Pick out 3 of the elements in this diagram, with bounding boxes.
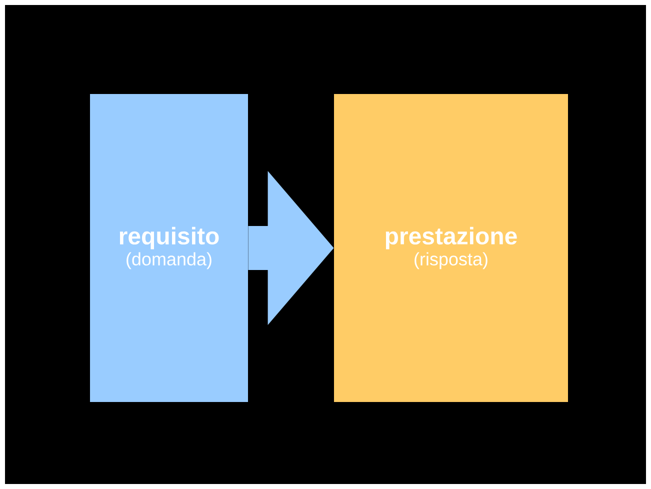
box: prestazione (risposta): [334, 94, 568, 402]
arrow: [248, 171, 334, 325]
box: requisito (domanda): [90, 94, 248, 402]
